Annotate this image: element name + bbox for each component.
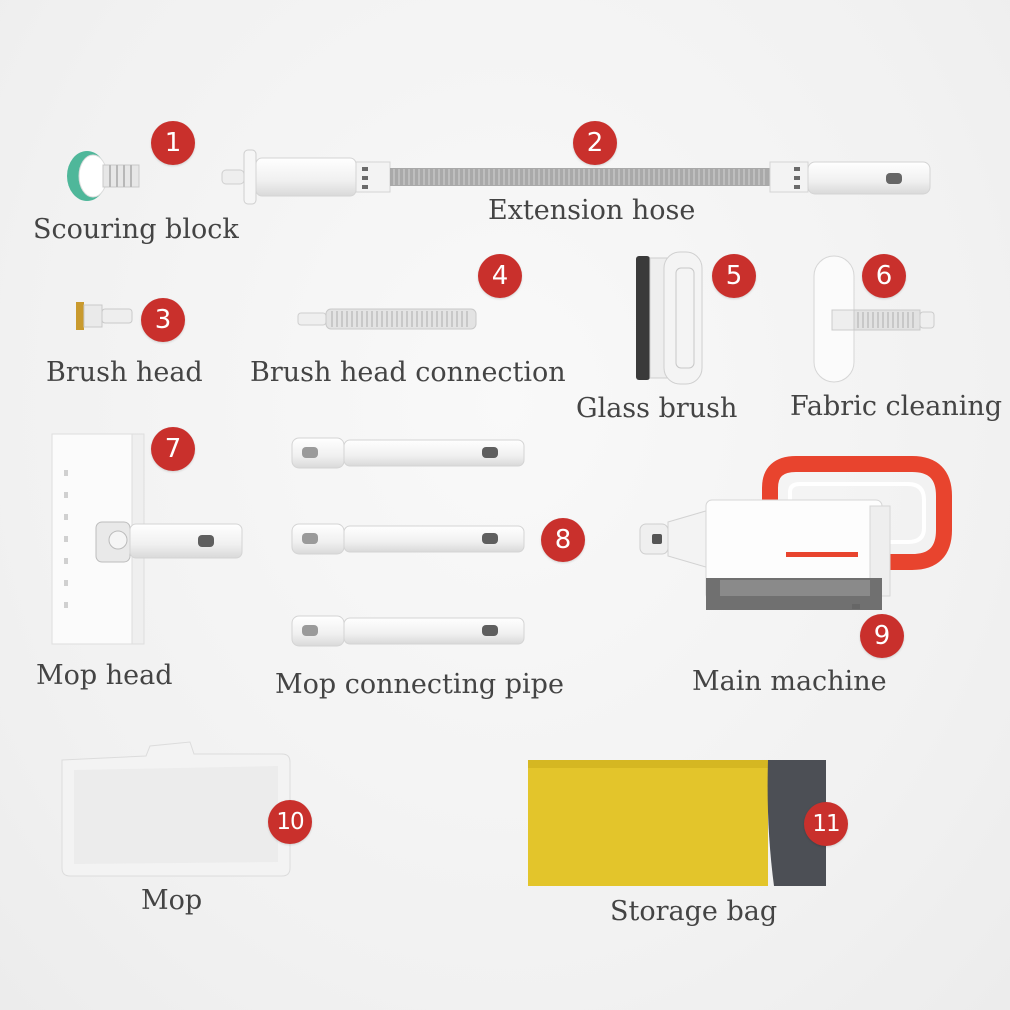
scouring-block-image xyxy=(67,151,140,201)
item-label-glass-brush: Glass brush xyxy=(576,393,738,424)
mop-head-image xyxy=(51,433,243,645)
item-number-badge-11: 11 xyxy=(804,802,848,846)
item-label-mop: Mop xyxy=(141,885,203,916)
item-label-storage-bag: Storage bag xyxy=(610,896,778,927)
storage-bag-image xyxy=(528,760,826,886)
item-number-badge-7: 7 xyxy=(151,427,195,471)
mop-connecting-pipe-image xyxy=(291,437,525,647)
item-label-main-machine: Main machine xyxy=(692,666,887,697)
item-label-mop-head: Mop head xyxy=(36,660,173,691)
item-number-badge-3: 3 xyxy=(141,298,185,342)
extension-hose-image xyxy=(221,149,931,205)
main-machine-image xyxy=(639,456,952,610)
brush-head-image xyxy=(76,302,133,330)
item-number-badge-4: 4 xyxy=(478,254,522,298)
item-number-badge-8: 8 xyxy=(541,518,585,562)
item-number-badge-9: 9 xyxy=(860,614,904,658)
brush-head-connection-image xyxy=(297,308,477,330)
item-number-badge-6: 6 xyxy=(862,254,906,298)
mop-pad-image xyxy=(61,741,291,877)
item-label-mop-connecting-pipe: Mop connecting pipe xyxy=(275,669,564,700)
item-number-badge-1: 1 xyxy=(151,121,195,165)
item-label-brush-head: Brush head xyxy=(46,357,203,388)
item-number-badge-5: 5 xyxy=(712,254,756,298)
item-number-badge-2: 2 xyxy=(573,121,617,165)
item-label-scouring-block: Scouring block xyxy=(33,214,239,245)
item-label-extension-hose: Extension hose xyxy=(488,195,696,226)
fabric-cleaning-image xyxy=(813,255,935,383)
item-number-badge-10: 10 xyxy=(268,800,312,844)
glass-brush-image xyxy=(636,251,703,385)
item-label-brush-head-connection: Brush head connection xyxy=(250,357,566,388)
item-label-fabric-cleaning: Fabric cleaning xyxy=(790,391,1003,422)
